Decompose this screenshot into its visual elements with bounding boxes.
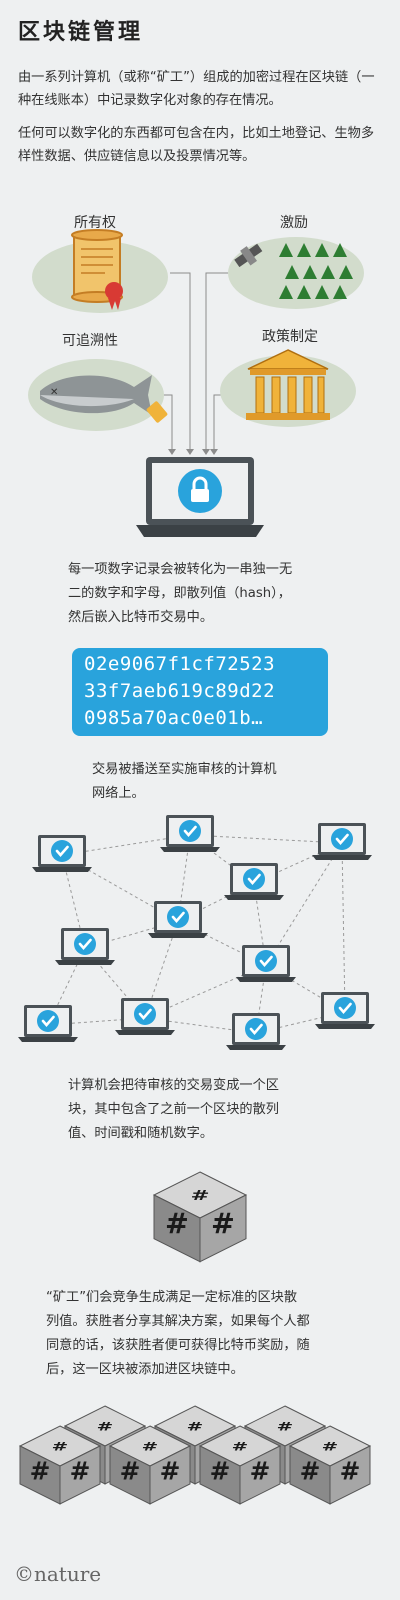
step-mining-text: “矿工”们会竞争生成满足一定标准的区块散 列值。获胜者分享其解决方案，如果每个人… xyxy=(46,1286,366,1382)
network-link xyxy=(341,842,346,1013)
step-block-line: 值、时间戳和随机数字。 xyxy=(68,1126,214,1141)
hash-display: 02e9067f1cf72523 33f7aeb619c89d22 0985a7… xyxy=(72,648,328,736)
label-traceability: 可追溯性 xyxy=(62,333,118,349)
network-laptop-icon xyxy=(148,901,208,938)
network-link xyxy=(61,854,179,922)
check-icon xyxy=(134,1003,156,1025)
connector-lines xyxy=(152,272,248,453)
check-icon xyxy=(243,868,265,890)
check-icon xyxy=(331,828,353,850)
network-laptop-icon xyxy=(312,823,372,860)
svg-text:#: # xyxy=(340,1457,361,1486)
nature-logo: ©nature xyxy=(14,1562,102,1586)
step-block-text: 计算机会把待审核的交易变成一个区 块，其中包含了之前一个区块的散列 值、时间戳和… xyxy=(68,1074,368,1146)
step-mining-line: 同意的话，该获胜者便可获得比特币奖励，随 xyxy=(46,1338,310,1353)
svg-text:#: # xyxy=(142,1440,159,1454)
check-icon xyxy=(255,950,277,972)
hash-block-icon: ### xyxy=(108,1425,192,1505)
step-broadcast-line: 网络上。 xyxy=(92,786,145,801)
svg-text:#: # xyxy=(187,1420,204,1434)
check-icon xyxy=(74,933,96,955)
network-laptop-icon xyxy=(18,1005,78,1042)
step-hash-line: 二的数字和字母，即散列值（hash）， xyxy=(68,586,291,601)
step-broadcast-text: 交易被播送至实施审核的计算机 网络上。 xyxy=(92,758,352,806)
svg-text:#: # xyxy=(120,1457,141,1486)
label-policy: 政策制定 xyxy=(262,329,318,345)
svg-text:#: # xyxy=(190,1188,209,1203)
connector-arrows xyxy=(168,449,218,455)
traceability-fish-icon: ✕ xyxy=(28,359,168,431)
step-hash-text: 每一项数字记录会被转化为一串独一无 二的数字和字母，即散列值（hash）， 然后… xyxy=(68,558,368,630)
page-title: 区块链管理 xyxy=(18,20,144,45)
network-link xyxy=(47,1017,146,1026)
intro-paragraph-1: 由一系列计算机（或称“矿工”）组成的加密过程在区块链（一种在线账本）中记录数字化… xyxy=(18,70,375,108)
laptop-lock-icon xyxy=(136,457,264,537)
hash-line: 02e9067f1cf72523 xyxy=(84,653,276,675)
check-icon xyxy=(179,820,201,842)
check-icon xyxy=(245,1018,267,1040)
network-laptop-icon xyxy=(224,863,284,900)
svg-text:#: # xyxy=(277,1420,294,1434)
blockchain-cubes: ##################### xyxy=(18,1405,372,1505)
svg-text:#: # xyxy=(52,1440,69,1454)
step-block-line: 计算机会把待审核的交易变成一个区 xyxy=(68,1078,279,1093)
policy-building-icon xyxy=(220,349,356,427)
svg-text:#: # xyxy=(165,1208,189,1241)
step-hash-line: 每一项数字记录会被转化为一串独一无 xyxy=(68,562,293,577)
network-laptop-icon xyxy=(115,998,175,1035)
hash-block-icon: ### xyxy=(18,1425,102,1505)
svg-text:#: # xyxy=(210,1457,231,1486)
svg-text:#: # xyxy=(30,1457,51,1486)
network-laptop-icon xyxy=(226,1013,286,1050)
label-ownership: 所有权 xyxy=(74,215,116,231)
network-link xyxy=(189,834,343,844)
check-icon xyxy=(51,840,73,862)
network-laptop-icon xyxy=(236,945,296,982)
check-icon xyxy=(334,997,356,1019)
step-mining-line: 列值。获胜者分享其解决方案，如果每个人都 xyxy=(46,1314,310,1329)
network-laptop-icon xyxy=(32,835,92,872)
hash-block-icon: ### xyxy=(152,1171,248,1263)
step-mining-line: 后，这一区块被添加进区块链中。 xyxy=(46,1362,244,1377)
svg-text:#: # xyxy=(250,1457,271,1486)
network-laptop-icon xyxy=(160,815,220,852)
network-laptop-icon xyxy=(55,928,115,965)
category-illustration: ✕ xyxy=(28,229,364,537)
step-broadcast-line: 交易被播送至实施审核的计算机 xyxy=(92,762,277,777)
hash-line: 33f7aeb619c89d22 xyxy=(84,680,276,702)
step-block-line: 块，其中包含了之前一个区块的散列 xyxy=(68,1102,279,1117)
svg-text:#: # xyxy=(232,1440,249,1454)
block-cube-icon: ### xyxy=(152,1171,248,1263)
verification-network xyxy=(18,815,375,1050)
svg-text:✕: ✕ xyxy=(50,387,58,398)
check-icon xyxy=(37,1010,59,1032)
svg-text:#: # xyxy=(70,1457,91,1486)
label-incentives: 激励 xyxy=(280,215,308,231)
ownership-scroll-icon xyxy=(32,229,168,313)
svg-text:#: # xyxy=(322,1440,339,1454)
step-hash-line: 然后嵌入比特币交易中。 xyxy=(68,610,214,625)
svg-text:#: # xyxy=(160,1457,181,1486)
intro-paragraph-2: 任何可以数字化的东西都可包含在内，比如土地登记、生物多样性数据、供应链信息以及投… xyxy=(18,126,375,164)
hash-line: 0985a70ac0e01b… xyxy=(84,707,264,729)
hash-block-icon: ### xyxy=(288,1425,372,1505)
step-mining-line: “矿工”们会竞争生成满足一定标准的区块散 xyxy=(46,1290,298,1305)
svg-text:#: # xyxy=(211,1208,235,1241)
network-laptop-icon xyxy=(315,992,375,1029)
svg-text:#: # xyxy=(97,1420,114,1434)
incentives-satellite-trees-icon xyxy=(228,237,364,309)
check-icon xyxy=(167,906,189,928)
svg-text:#: # xyxy=(300,1457,321,1486)
network-link xyxy=(177,920,267,966)
hash-block-icon: ### xyxy=(198,1425,282,1505)
